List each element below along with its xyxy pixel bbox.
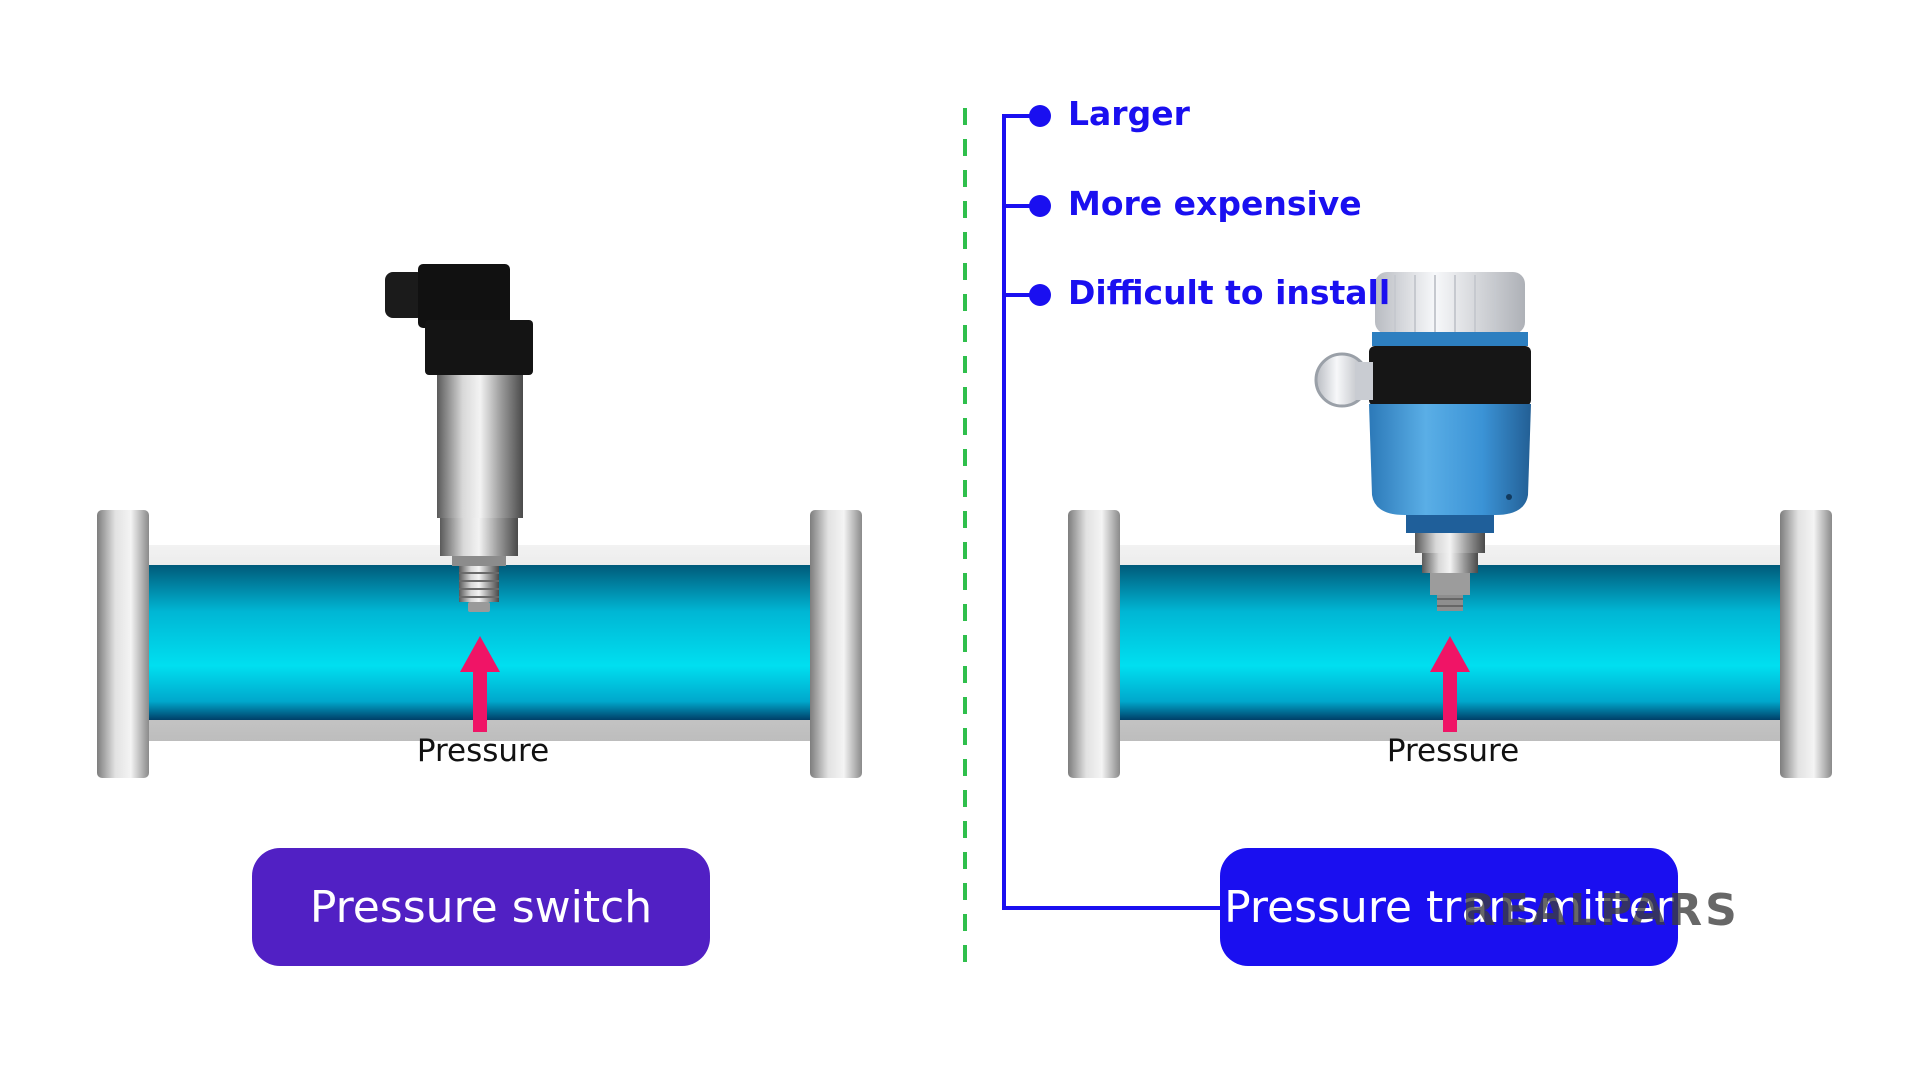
- right-pressure-arrow: [1430, 636, 1470, 732]
- watermark-logo: REALPARS: [1462, 885, 1740, 936]
- right-pressure-label: Pressure: [1386, 733, 1520, 769]
- bullet-dot: [1029, 284, 1051, 306]
- pipe-flange-right: [810, 510, 862, 778]
- left-pressure-arrow: [460, 636, 500, 732]
- pressure-switch-title: Pressure switch: [252, 848, 710, 966]
- bullet-dot: [1029, 195, 1051, 217]
- pipe-flange-left: [1068, 510, 1120, 778]
- pressure-transmitter-title: Pressure transmitter: [1220, 848, 1678, 966]
- pipe-flange-right: [1780, 510, 1832, 778]
- bullet-dot: [1029, 105, 1051, 127]
- disadvantage-more-expensive: More expensive: [1068, 184, 1362, 223]
- disadvantage-difficult-to-install: Difficult to install: [1068, 273, 1391, 312]
- left-pressure-label: Pressure: [416, 733, 550, 769]
- pressure-transmitter-device: [1314, 272, 1531, 611]
- pipe-flange-left: [97, 510, 149, 778]
- pressure-switch-device: [385, 264, 533, 612]
- disadvantage-larger: Larger: [1068, 94, 1190, 133]
